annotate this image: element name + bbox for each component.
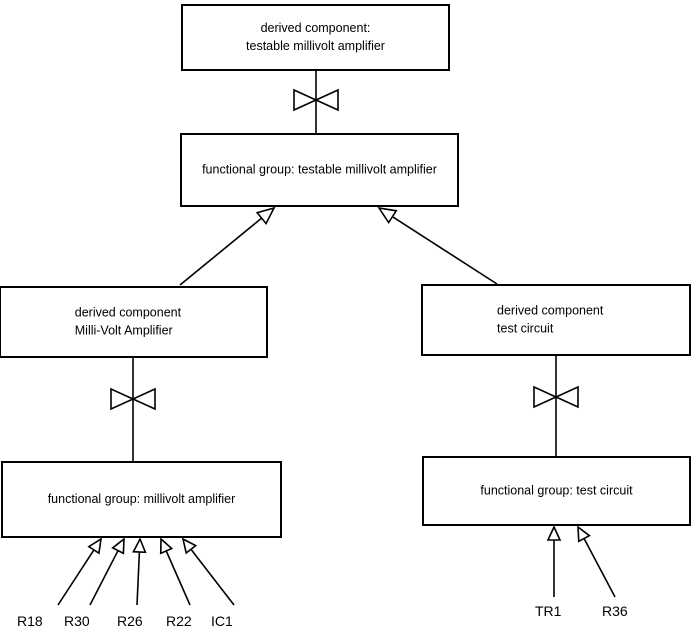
leaf-arrow-r36-shaft [583,538,616,598]
node-right-derived-component[interactable]: derived component test circuit [421,284,691,356]
leaf-arrow-r26-head [132,537,147,554]
leaf-part-labels: R18 R30 R26 R22 IC1 TR1 R36 [17,603,628,629]
node-label-line1: derived component: [261,21,371,35]
leaf-label-r30: R30 [64,613,90,629]
generalization-left-derived-to-top-fg-shaft [179,217,263,286]
leaf-label-tr1: TR1 [535,603,562,619]
generalization-left-derived-to-top-fg-head [255,206,276,226]
generalization-right-derived-to-top-fg-head [377,206,398,225]
leaf-arrow-r18-head [87,537,103,555]
bowtie-connector-top [293,70,339,134]
leaf-arrow-ic1-head [181,537,198,555]
leaf-label-r36: R36 [602,603,628,619]
leaf-arrow-r18-shaft [57,549,95,606]
node-label-line1: functional group: millivolt amplifier [48,492,236,506]
node-left-derived-component[interactable]: derived component Milli-Volt Amplifier [0,286,268,358]
node-label-line2: test circuit [497,321,554,335]
node-top-derived-component[interactable]: derived component: testable millivolt am… [181,4,450,71]
bowtie-connector-right [533,355,579,457]
node-label-line1: functional group: test circuit [480,483,633,497]
leaf-arrow-r26-shaft [136,551,141,606]
generalization-right-derived-to-top-fg-shaft [392,215,498,285]
leaf-arrow-ic1-shaft [190,548,235,606]
leaf-label-r22: R22 [166,613,192,629]
bowtie-top-icon [293,88,339,112]
leaf-label-r18: R18 [17,613,43,629]
bowtie-right-icon [533,385,579,409]
leaf-arrow-r22-head [159,537,174,555]
node-label-line2: Milli-Volt Amplifier [75,323,173,337]
leaf-arrow-r22-shaft [165,550,191,606]
leaf-arrow-r36-head [577,525,591,543]
node-label-line1: derived component [75,305,182,319]
leaf-part-arrows [57,525,616,606]
leaf-arrow-r30-shaft [89,550,119,606]
node-label-line2: testable millivolt amplifier [246,39,385,53]
box-outline [1,461,282,538]
box-outline [422,456,691,526]
composition-connectors [110,70,579,462]
leaf-arrow-tr1-head [546,525,562,541]
leaf-label-r26: R26 [117,613,143,629]
box-outline [0,286,268,358]
node-label-line1: derived component [497,303,604,317]
leaf-arrow-r30-head [111,537,125,555]
bowtie-left-icon [110,387,156,411]
node-label-line1: functional group: testable millivolt amp… [202,162,437,176]
node-right-functional-group[interactable]: functional group: test circuit [422,456,691,526]
generalization-arrows [179,206,498,286]
box-outline [421,284,691,356]
node-left-functional-group[interactable]: functional group: millivolt amplifier [1,461,282,538]
bowtie-connector-left [110,357,156,462]
leaf-label-ic1: IC1 [211,613,233,629]
box-outline [181,4,450,71]
node-top-functional-group[interactable]: functional group: testable millivolt amp… [180,133,459,207]
box-outline [180,133,459,207]
